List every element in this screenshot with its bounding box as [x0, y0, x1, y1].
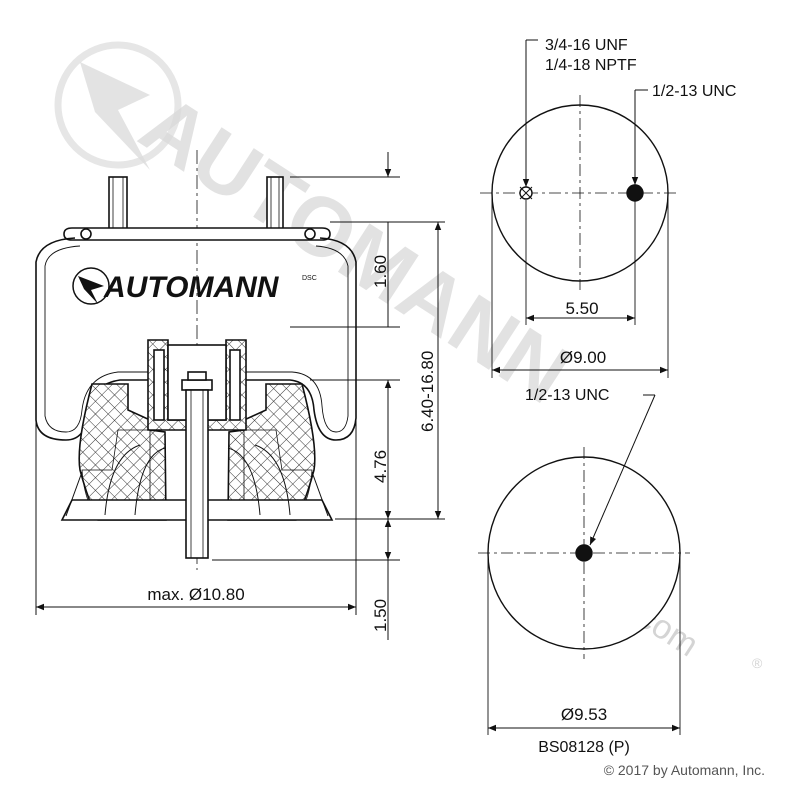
dim-overall-height: 6.40-16.80 — [418, 351, 437, 432]
dim-bottom-diameter: Ø9.53 — [561, 705, 607, 724]
air-fitting-stud — [108, 176, 128, 230]
top-bead-plate — [63, 227, 331, 241]
callout-top-stud: 1/2-13 UNC — [652, 83, 736, 100]
copyright: © 2017 by Automann, Inc. — [604, 762, 765, 778]
callout-air-fitting-2: 1/4-18 NPTF — [545, 57, 637, 74]
dim-top-plate-diameter: Ø9.00 — [560, 348, 606, 367]
top-plate-labels: 3/4-16 UNF 1/4-18 NPTF 1/2-13 UNC 5.50 Ø… — [545, 37, 736, 367]
bottom-stud — [185, 389, 209, 559]
bottom-plate-labels: 1/2-13 UNC Ø9.53 BS08128 (P) © 2017 by A… — [525, 387, 765, 778]
logo-tm: DSC — [302, 275, 317, 282]
automann-logo: AUTOMANN DSC — [72, 267, 317, 305]
logo-arrow-icon — [78, 276, 104, 304]
part-number: BS08128 (P) — [538, 739, 630, 756]
watermark-reg-mark: ® — [752, 655, 763, 671]
dim-top-plate-spacing: 5.50 — [565, 299, 598, 318]
top-stud-hole — [626, 184, 644, 202]
top-mounting-stud — [266, 176, 284, 230]
dim-piston-height: 4.76 — [371, 450, 390, 483]
dim-stud-length: 1.50 — [371, 599, 390, 632]
callout-bottom-stud: 1/2-13 UNC — [525, 387, 609, 404]
dim-top-height: 1.60 — [371, 255, 390, 288]
side-view: AUTOMANN DSC — [35, 150, 357, 570]
bottom-stud-hole — [575, 544, 593, 562]
logo-text: AUTOMANN — [103, 271, 280, 304]
side-dimensions — [35, 152, 445, 640]
watermark-circle — [54, 41, 182, 169]
watermark-arrow-icon — [80, 62, 150, 170]
top-plate-view — [480, 39, 680, 378]
bolt-head — [181, 379, 213, 391]
side-dimension-labels: 1.60 6.40-16.80 4.76 1.50 max. Ø10.80 — [147, 255, 437, 632]
dim-max-diameter: max. Ø10.80 — [147, 585, 244, 604]
bottom-plate-view — [478, 394, 690, 735]
callout-air-fitting-1: 3/4-16 UNF — [545, 37, 628, 54]
